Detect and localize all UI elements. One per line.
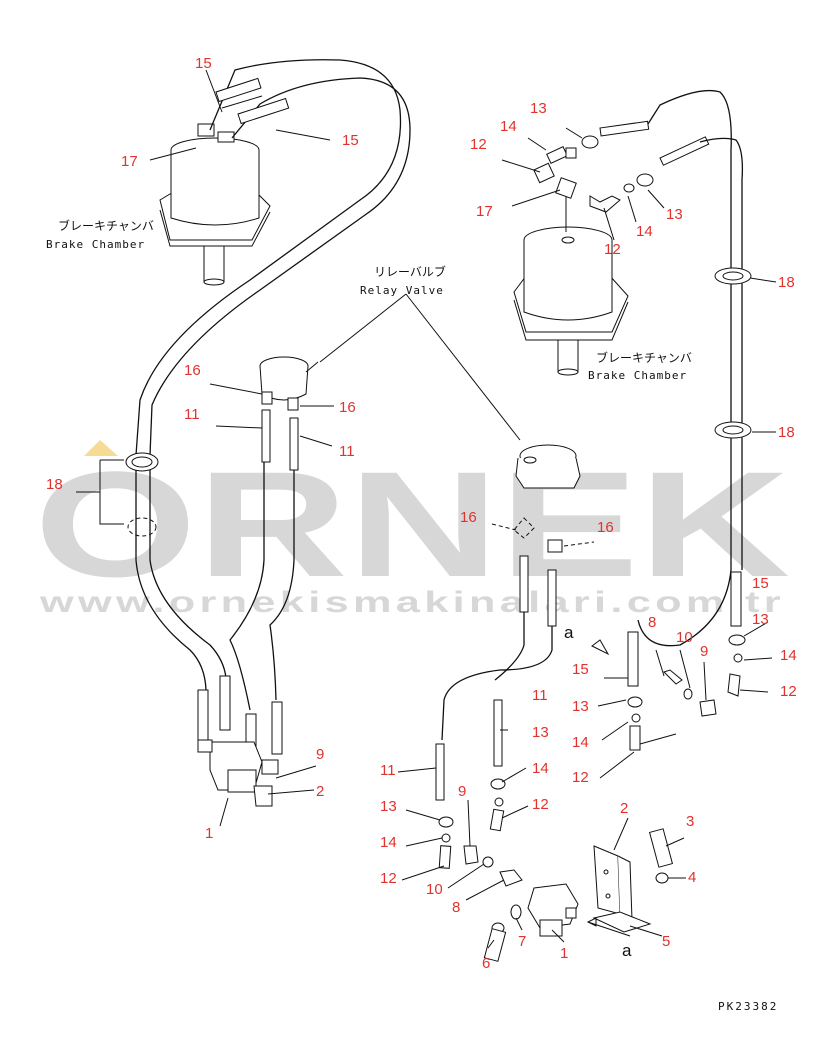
callout-17: 17 [121, 153, 138, 170]
callout-9: 9 [316, 746, 324, 763]
callout-15: 15 [752, 575, 769, 592]
watermark-url: www.ornekismakinalari.com.tr [39, 586, 785, 619]
relay-valve-label-en: Relay Valve [360, 284, 444, 297]
callout-9: 9 [458, 783, 466, 800]
callout-11: 11 [532, 687, 548, 704]
right-assembly [435, 89, 752, 962]
callout-13: 13 [752, 611, 769, 628]
brake-chamber-label-en-right: Brake Chamber [588, 369, 687, 382]
clamp-18-left-upper [125, 452, 159, 472]
callout-15: 15 [572, 661, 589, 678]
callout-18: 18 [778, 274, 795, 291]
clamp-18-left-lower [127, 517, 157, 537]
callout-6: 6 [482, 955, 490, 972]
callout-7: 7 [518, 933, 526, 950]
callout-4: 4 [688, 869, 696, 886]
callout-5: 5 [662, 933, 670, 950]
callout-18: 18 [778, 424, 795, 441]
callout-1: 1 [205, 825, 213, 842]
clamp-18-right-upper [714, 267, 752, 285]
callout-14: 14 [572, 734, 589, 751]
callout-1: 1 [560, 945, 568, 962]
callout-10: 10 [426, 881, 443, 898]
callout-16: 16 [339, 399, 356, 416]
brake-chamber-left [159, 123, 271, 286]
callout-numbers: 15 15 17 16 16 11 11 18 9 2 1 13 14 12 1… [46, 55, 797, 972]
callout-9: 9 [700, 643, 708, 660]
text-labels: ブレーキチャンバ Brake Chamber リレーバルブ Relay Valv… [46, 218, 778, 1013]
callout-13: 13 [666, 206, 683, 223]
callout-12: 12 [572, 769, 589, 786]
callout-16: 16 [460, 509, 477, 526]
callout-3: 3 [686, 813, 694, 830]
callout-12: 12 [470, 136, 487, 153]
bracket-2 [593, 845, 633, 921]
callout-2: 2 [620, 800, 628, 817]
callout-15: 15 [195, 55, 212, 72]
callout-12: 12 [604, 241, 621, 258]
callout-14: 14 [380, 834, 397, 851]
left-assembly [76, 59, 411, 807]
callout-12: 12 [380, 870, 397, 887]
view-letter-lower: a [622, 941, 632, 960]
brake-chamber-label-en-left: Brake Chamber [46, 238, 145, 251]
relay-valve-upper [259, 356, 319, 411]
watermark-accent-icon [84, 440, 118, 456]
leader-lines [149, 69, 777, 949]
view-letter-upper: a [564, 623, 574, 642]
callout-16: 16 [597, 519, 614, 536]
callout-12: 12 [532, 796, 549, 813]
callout-2: 2 [316, 783, 324, 800]
callout-14: 14 [636, 223, 653, 240]
callout-16: 16 [184, 362, 201, 379]
callout-11: 11 [380, 762, 396, 779]
watermark: ORNEK www.ornekismakinalari.com.tr [34, 440, 790, 619]
clamp-18-right-lower [714, 421, 752, 439]
watermark-logo: ORNEK [34, 440, 790, 608]
callout-11: 11 [339, 443, 355, 460]
callout-14: 14 [532, 760, 549, 777]
brake-chamber-right [513, 226, 629, 376]
callout-11: 11 [184, 406, 200, 423]
callout-17: 17 [476, 203, 493, 220]
callout-13: 13 [380, 798, 397, 815]
plate-5 [592, 911, 652, 933]
drawing-code: PK23382 [718, 1000, 778, 1013]
callout-12: 12 [780, 683, 797, 700]
callout-13: 13 [572, 698, 589, 715]
relay-valve-label-jp: リレーバルブ [374, 264, 446, 279]
callout-10: 10 [676, 629, 693, 646]
callout-8: 8 [452, 899, 460, 916]
brake-chamber-label-jp-right: ブレーキチャンバ [596, 350, 692, 365]
relay-valve-right [515, 444, 581, 489]
relay-valve-lower-left [197, 675, 283, 807]
callout-14: 14 [500, 118, 517, 135]
callout-8: 8 [648, 614, 656, 631]
relay-valve-bottom [527, 883, 579, 937]
callout-13: 13 [532, 724, 549, 741]
callout-15: 15 [342, 132, 359, 149]
callout-14: 14 [780, 647, 797, 664]
callout-13: 13 [530, 100, 547, 117]
callout-18: 18 [46, 476, 63, 493]
brake-chamber-label-jp-left: ブレーキチャンバ [58, 218, 154, 233]
